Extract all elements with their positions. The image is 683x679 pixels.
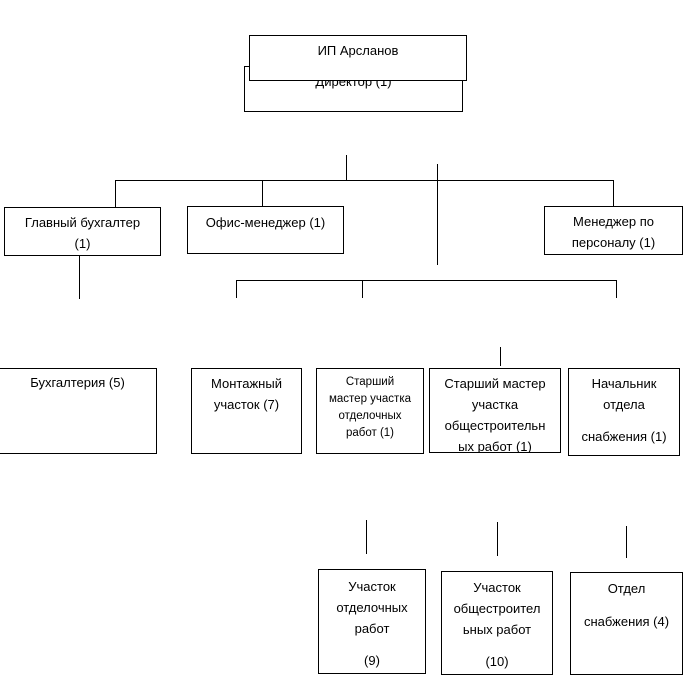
- connector-line: [115, 180, 613, 181]
- connector-line: [366, 520, 367, 554]
- supply-dept-line-2: снабжения (4): [583, 614, 670, 629]
- connector-line: [262, 180, 263, 206]
- supply-dept-line-1: Отдел: [607, 581, 646, 596]
- hr-manager-line-1: Менеджер по: [573, 214, 654, 229]
- finishing-master-box: Старший мастер участка отделочных работ …: [316, 368, 424, 454]
- finishing-site-line-2: отделочных: [336, 600, 408, 615]
- construction-master-line-1: Старший мастер: [444, 376, 546, 391]
- finishing-master-line-2: мастер участка: [328, 393, 411, 405]
- connector-line: [626, 526, 627, 558]
- connector-line: [79, 256, 80, 299]
- supply-head-line-3: снабжения (1): [581, 429, 667, 444]
- finishing-master-line-4: работ (1): [345, 427, 395, 439]
- connector-line: [437, 164, 438, 265]
- office-manager-box: Офис-менеджер (1): [187, 206, 344, 254]
- construction-master-box: Старший мастер участка общестроительн ых…: [429, 368, 561, 453]
- accounting-box: Бухгалтерия (5): [0, 368, 157, 454]
- chief-accountant-line-1: Главный бухгалтер: [24, 215, 141, 230]
- chief-accountant-line-2: (1): [74, 236, 91, 251]
- assembly-line-1: Монтажный: [211, 376, 282, 391]
- supply-head-line-1: Начальник: [591, 376, 657, 391]
- connector-line: [236, 280, 237, 298]
- connector-line: [613, 180, 614, 206]
- connector-line: [497, 522, 498, 556]
- connector-line: [362, 280, 363, 298]
- finishing-site-line-3: работ: [354, 621, 390, 636]
- connector-line: [346, 155, 347, 180]
- assembly-site-box: Монтажный участок (7): [191, 368, 302, 454]
- connector-line: [616, 280, 617, 298]
- construction-site-line-3: ьных работ: [462, 622, 532, 637]
- supply-head-box: Начальник отдела снабжения (1): [568, 368, 680, 456]
- office-manager-line-1: Офис-менеджер (1): [205, 215, 326, 230]
- construction-master-line-3: общестроительн: [444, 418, 546, 433]
- construction-site-line-4: (10): [485, 654, 509, 669]
- supply-head-line-2: отдела: [603, 397, 645, 412]
- hr-manager-box: Менеджер по персоналу (1): [544, 206, 683, 255]
- chief-accountant-box: Главный бухгалтер (1): [4, 207, 161, 256]
- accounting-line-1: Бухгалтерия (5): [30, 375, 125, 390]
- construction-site-line-1: Участок: [473, 580, 521, 595]
- connector-line: [115, 180, 116, 207]
- construction-site-line-2: общестроител: [453, 601, 541, 616]
- finishing-site-line-4: (9): [364, 653, 380, 668]
- finishing-master-line-1: Старший: [345, 376, 395, 388]
- construction-site-box: Участок общестроител ьных работ (10): [441, 571, 553, 675]
- hr-manager-line-2: персоналу (1): [571, 235, 656, 250]
- finishing-site-line-1: Участок: [348, 579, 396, 594]
- construction-master-line-4: ых работ (1): [458, 439, 532, 453]
- ip-arslanov-box: ИП Арсланов: [249, 35, 467, 81]
- finishing-master-line-3: отделочных: [338, 410, 402, 422]
- finishing-site-box: Участок отделочных работ (9): [318, 569, 426, 674]
- assembly-line-2: участок (7): [213, 397, 280, 412]
- construction-master-line-2: участка: [471, 397, 519, 412]
- connector-line: [500, 347, 501, 366]
- connector-line: [236, 280, 617, 281]
- supply-dept-box: Отдел снабжения (4): [570, 572, 683, 675]
- ip-arslanov-label: ИП Арсланов: [317, 43, 399, 58]
